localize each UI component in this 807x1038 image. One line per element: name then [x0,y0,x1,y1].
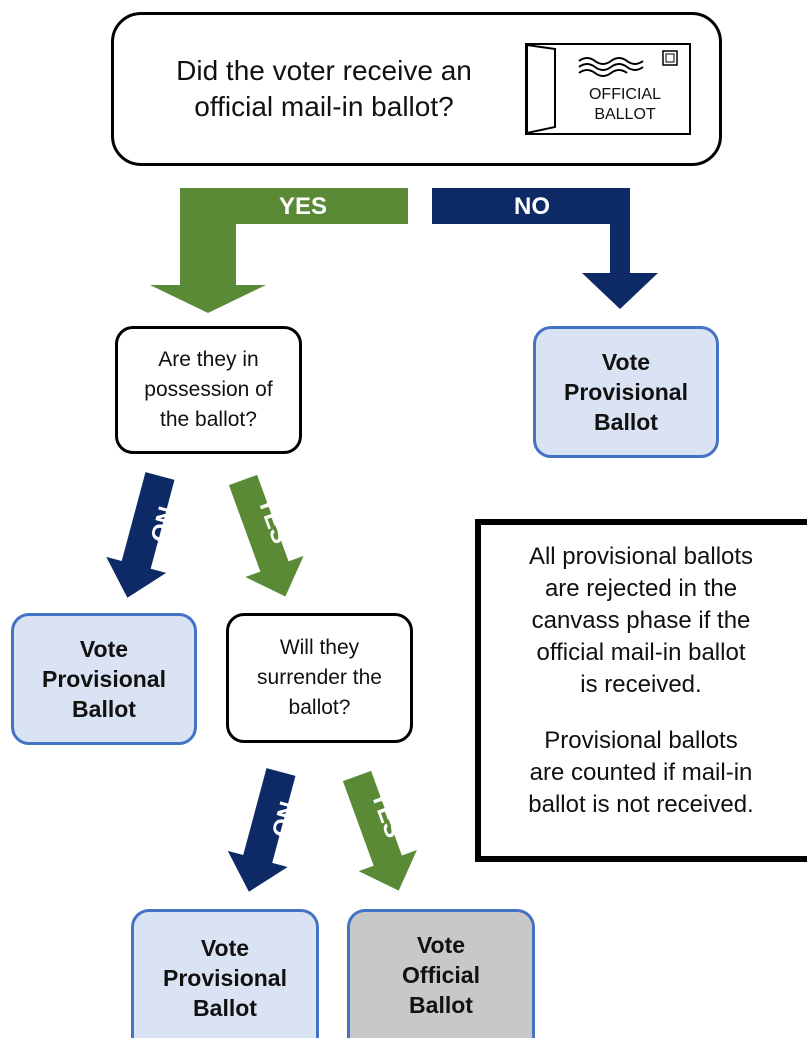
question-line-1: Are they in [158,348,259,371]
outcome-line-3: Ballot [594,409,658,435]
note-line: are rejected in the [544,575,738,602]
question-line-1: Will they [279,636,360,659]
outcome-vote-provisional-top: Vote Provisional Ballot [533,326,719,458]
outcome-line-1: Vote [601,349,651,375]
question-line-2: possession of [144,378,273,401]
arrow-q1-no: NO [432,188,658,309]
arrow-q3-no: NO [227,768,301,892]
question-surrender: Will they surrender the ballot? [226,613,413,743]
arrow-q1-yes: YES [150,188,408,313]
note-line: official mail-in ballot [536,639,746,666]
note-line: canvass phase if the [531,607,751,634]
arrow-q3-yes: YES [342,770,417,891]
note-line: ballot is not received. [528,791,754,818]
outcome-line-2: Provisional [42,666,166,692]
note-paragraph-1: All provisional ballots are rejected in … [481,541,807,701]
outcome-vote-provisional-bottom: Vote Provisional Ballot [131,909,319,1038]
outcome-line-2: Provisional [163,965,287,991]
envelope-label-line-1: OFFICIAL [588,86,661,103]
outcome-line-1: Vote [416,932,466,958]
arrow-q1-no-label: NO [514,193,550,220]
note-line: is received. [580,671,702,698]
question-line-3: the ballot? [160,408,257,431]
outcome-line-2: Provisional [564,379,688,405]
question-possession: Are they in possession of the ballot? [115,326,302,454]
question-line-1: Did the voter receive an [176,55,472,86]
note-paragraph-2: Provisional ballots are counted if mail-… [481,725,807,821]
envelope-icon: OFFICIAL BALLOT [525,43,691,135]
info-note-box: All provisional ballots are rejected in … [475,519,807,862]
envelope-flap-icon [526,43,678,135]
question-line-3: ballot? [288,696,351,719]
outcome-vote-official: Vote Official Ballot [347,909,535,1038]
note-line: are counted if mail-in [529,759,753,786]
stamp-icon [662,50,678,66]
outcome-line-1: Vote [200,935,250,961]
question-line-2: surrender the [257,666,382,689]
outcome-line-3: Ballot [72,696,136,722]
outcome-line-3: Ballot [409,992,473,1018]
note-line: Provisional ballots [544,727,738,754]
note-line: All provisional ballots [528,543,754,570]
outcome-line-3: Ballot [193,995,257,1021]
arrow-q1-yes-label: YES [279,193,327,220]
arrow-q2-yes: YES [228,474,304,597]
outcome-vote-provisional-middle: Vote Provisional Ballot [11,613,197,745]
outcome-line-2: Official [402,962,480,988]
question-line-2: official mail-in ballot? [194,91,454,122]
arrow-q2-no: NO [106,472,180,598]
outcome-line-1: Vote [79,636,129,662]
envelope-label-line-2: BALLOT [594,106,656,123]
